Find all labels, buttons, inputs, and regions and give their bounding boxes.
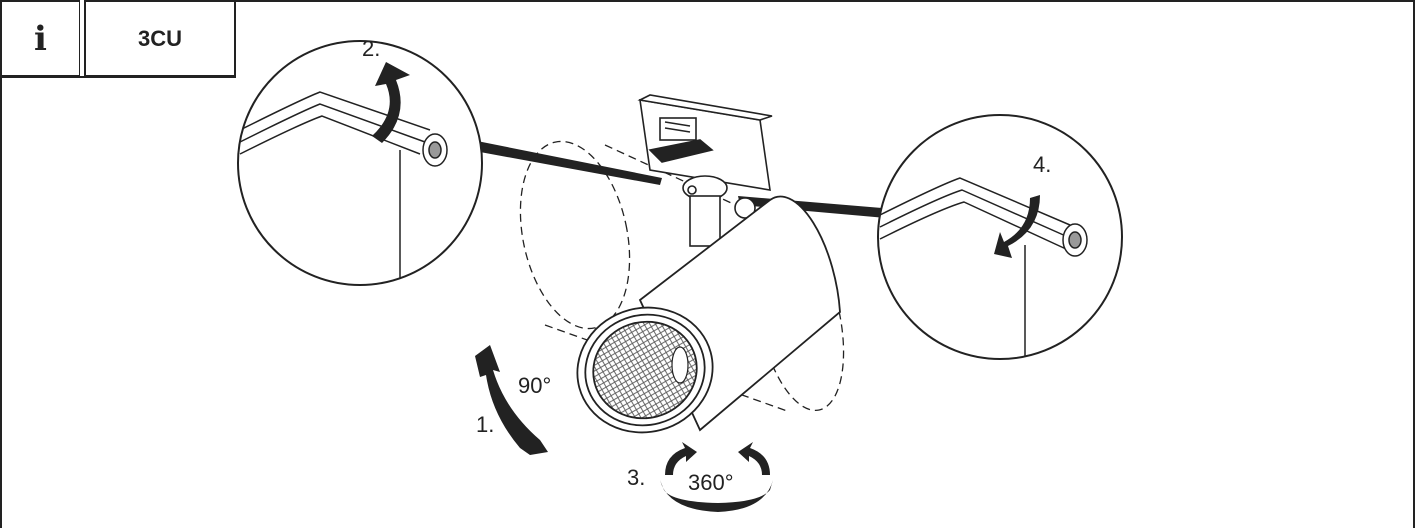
product-code: 3CU: [137, 25, 182, 51]
step-3-label: 3.: [627, 465, 645, 490]
rotate-arrow-icon: [372, 62, 410, 143]
track-adapter: [637, 94, 773, 247]
rotate-angle-label: 360°: [688, 470, 734, 495]
step-1-label: 1.: [476, 412, 494, 437]
info-icon: i: [34, 18, 47, 59]
zoom-detail-left: [237, 40, 483, 286]
rotate-360-icon: [660, 442, 773, 512]
zoom-detail-right: [877, 114, 1123, 360]
tilt-angle-label: 90°: [518, 373, 551, 398]
step-2-label: 2.: [362, 36, 380, 61]
tilt-arrow-icon: [475, 345, 548, 455]
step-4-label: 4.: [1033, 152, 1051, 177]
rotate-arrow-icon: [994, 195, 1040, 258]
info-tab: i: [0, 0, 80, 77]
spotlight-body: [576, 195, 841, 434]
